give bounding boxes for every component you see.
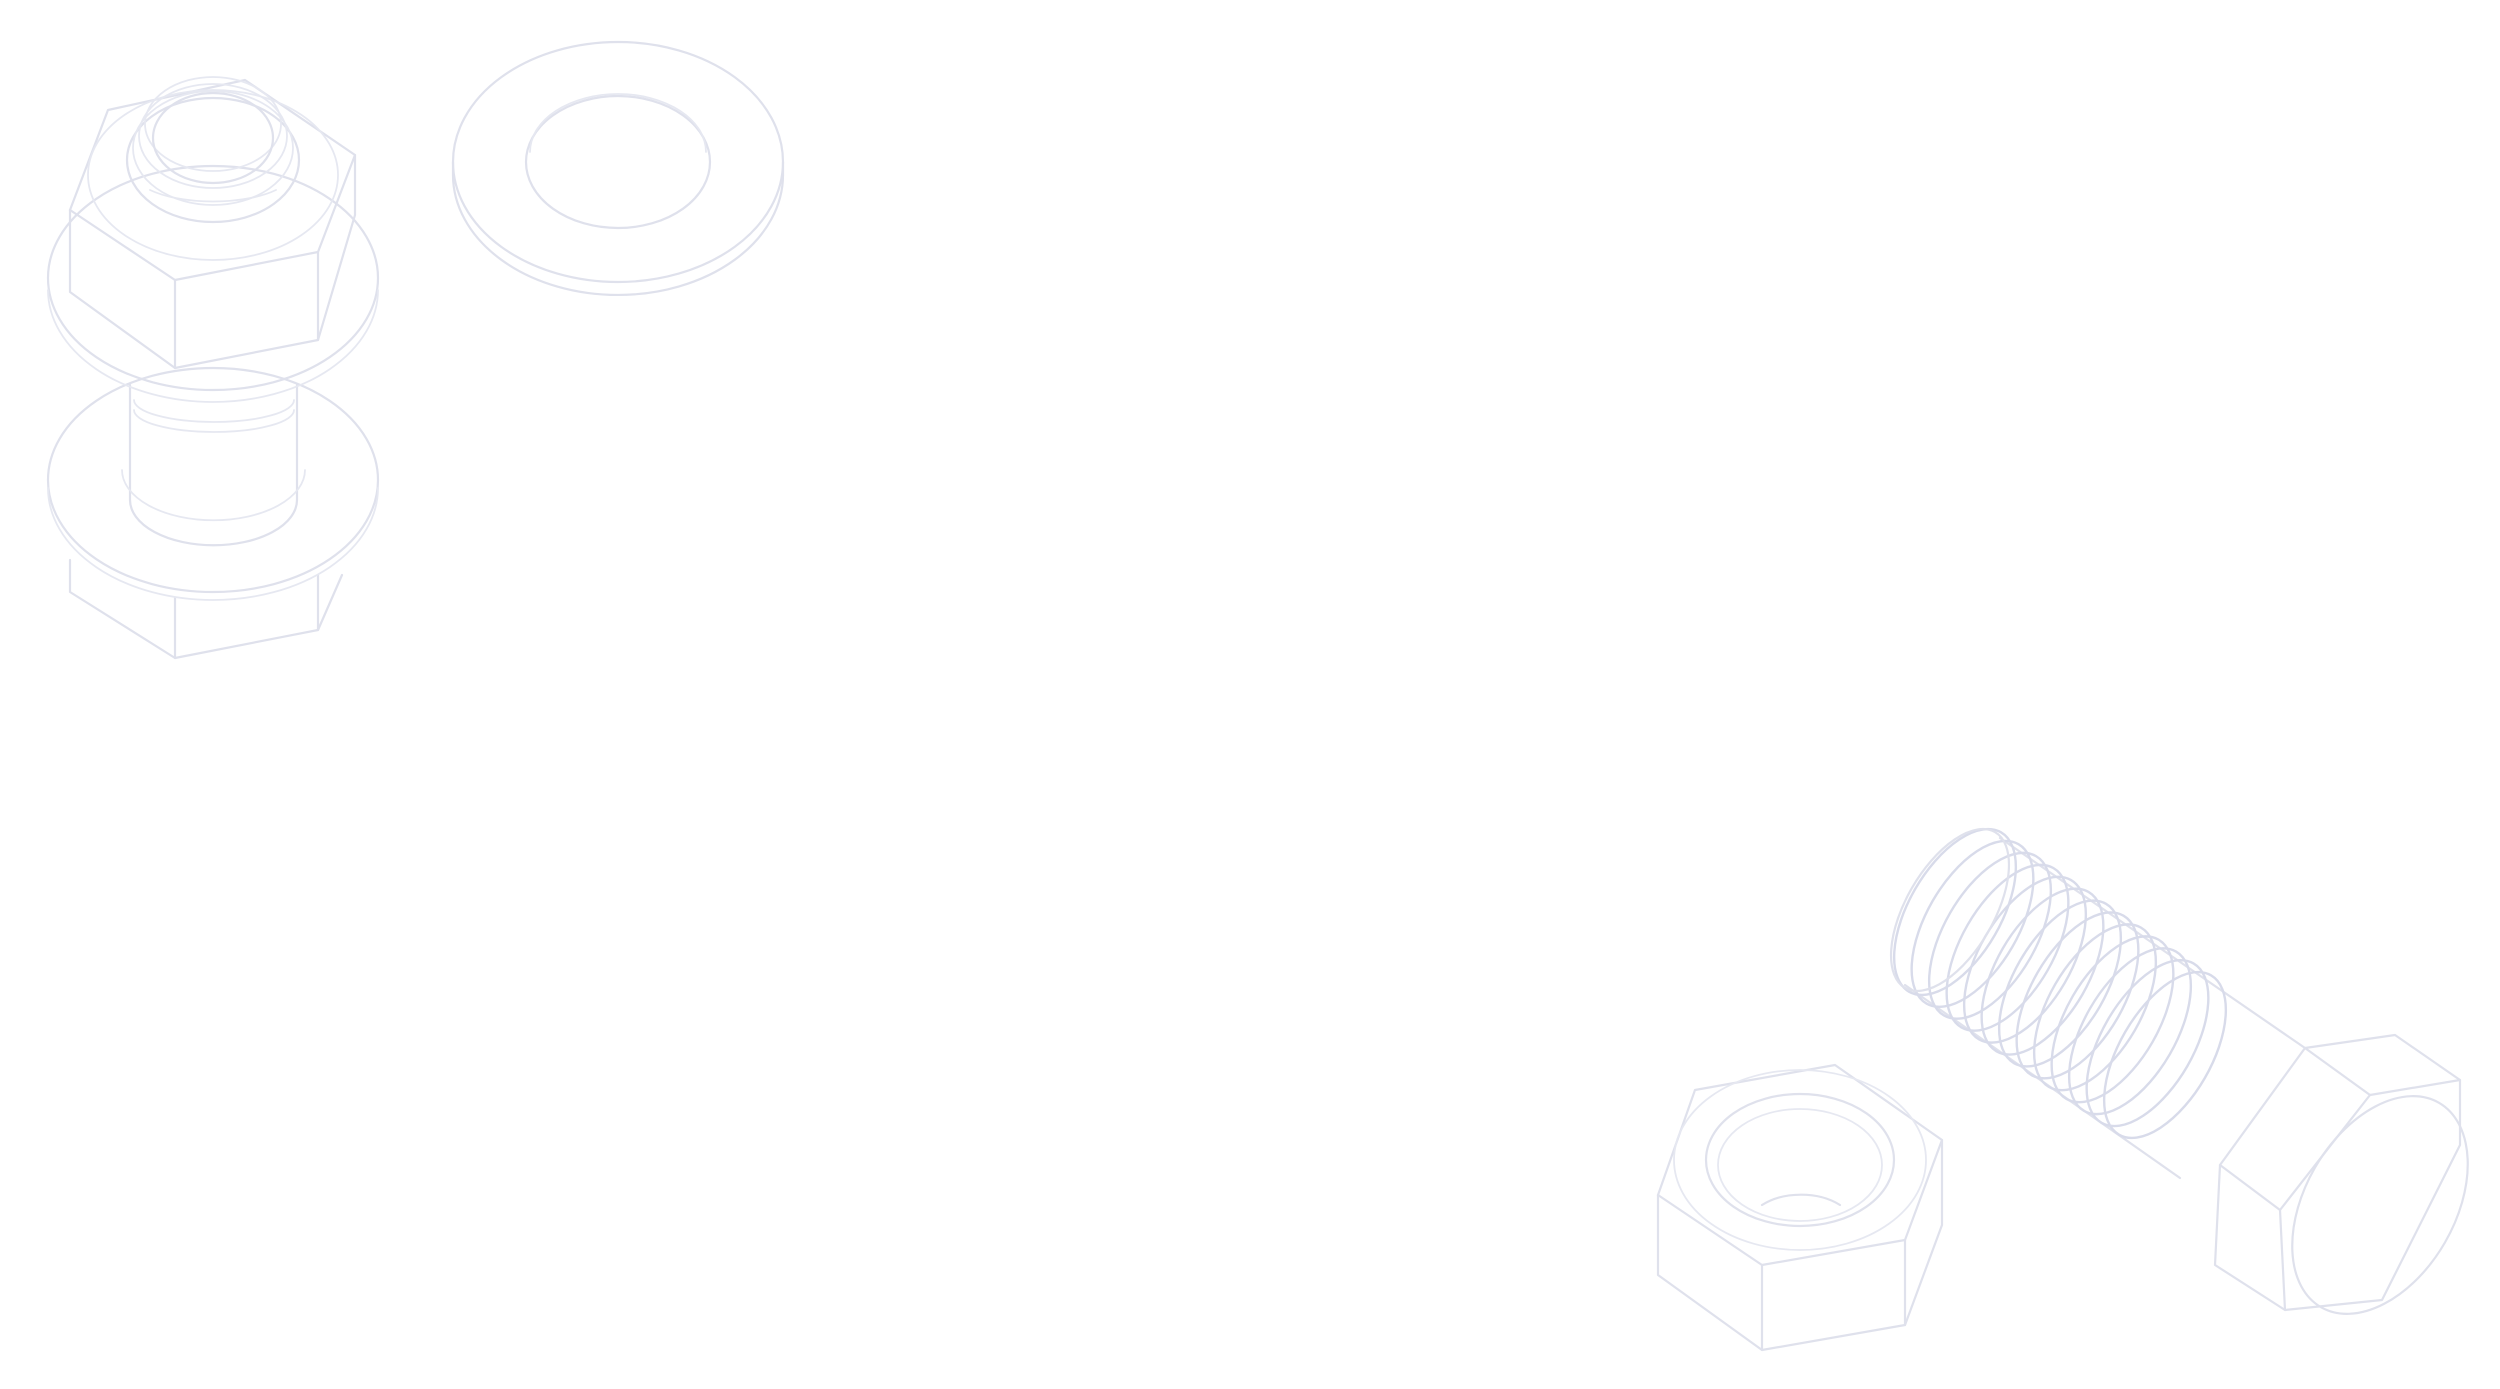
bolt-thread-line — [1945, 863, 2070, 1032]
hex-bolt-icon — [1889, 827, 2469, 1315]
bolt-thread-line — [2067, 947, 2193, 1116]
bolt-thread-line — [2085, 958, 2210, 1128]
bolt-thread-line — [1927, 851, 2053, 1020]
bolt-thread-line — [1997, 899, 2123, 1068]
flat-washer-icon — [451, 40, 785, 297]
bolt-thread-line — [1910, 839, 2035, 1009]
bolt-thread-line — [2050, 935, 2175, 1104]
bolt-thread-line — [1892, 827, 2018, 997]
bolt-thread-line — [2015, 911, 2140, 1080]
bolt-thread-line — [1962, 875, 2088, 1044]
bolt-and-nut-assembly-icon — [46, 76, 380, 660]
bolt-thread-line — [2032, 923, 2158, 1092]
bolt-thread-line — [2102, 970, 2228, 1140]
bolt-thread-line — [1980, 887, 2105, 1056]
bolt-thread-lines — [1892, 827, 2228, 1140]
hex-nut-icon — [1656, 1063, 1944, 1352]
